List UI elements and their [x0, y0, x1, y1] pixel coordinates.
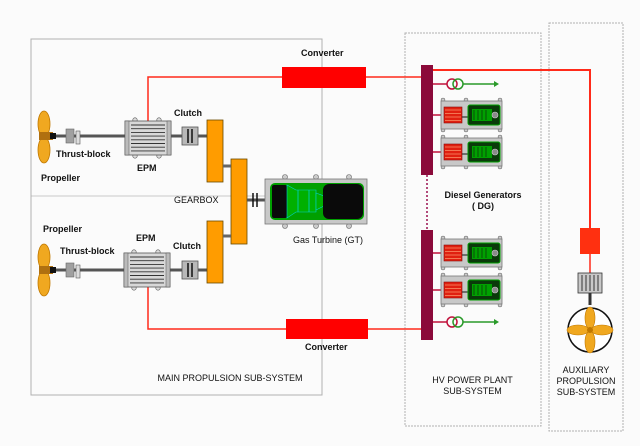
diesel-generator-2 — [433, 134, 503, 170]
gearbox-label: GEARBOX — [174, 195, 219, 205]
main-propulsion-title: MAIN PROPULSION SUB-SYSTEM — [157, 373, 303, 383]
clutch-bottom-label: Clutch — [173, 241, 201, 251]
diesel-generator-4 — [433, 272, 503, 308]
gas-turbine-label: Gas Turbine (GT) — [293, 235, 364, 245]
aux-propulsion-pod — [566, 272, 614, 354]
busbar-bottom — [421, 230, 433, 340]
gas-turbine — [264, 174, 368, 229]
clutch-top — [181, 126, 199, 146]
epm-bottom — [123, 249, 171, 291]
diesel-generator-1 — [433, 97, 503, 133]
converter-top — [282, 67, 366, 88]
diesel-generator-3 — [433, 235, 503, 271]
busbar-top — [421, 65, 433, 175]
propeller-bottom — [37, 243, 56, 297]
transformer-top — [433, 78, 499, 90]
auxiliary-propulsion-title: AUXILIARY PROPULSION SUB-SYSTEM — [556, 365, 616, 397]
converter-bottom — [286, 319, 368, 339]
clutch-bottom — [181, 260, 199, 280]
thrust-block-bottom-label: Thrust-block — [60, 246, 115, 256]
auxiliary-propulsion-panel — [548, 22, 624, 432]
hv-power-plant-title: HV POWER PLANT SUB-SYSTEM — [432, 375, 513, 396]
gt-coupling — [247, 193, 268, 207]
power-line-top — [147, 76, 285, 121]
epm-top-label: EPM — [137, 163, 157, 173]
power-line-bottom — [147, 285, 287, 330]
epm-top — [124, 117, 172, 159]
converter-bottom-label: Converter — [305, 342, 348, 352]
converter-top-label: Converter — [301, 48, 344, 58]
aux-power-line — [433, 69, 591, 228]
thrust-block-top — [65, 128, 81, 145]
thrust-block-bottom — [65, 262, 81, 279]
thrust-block-top-label: Thrust-block — [56, 149, 111, 159]
transformer-bottom — [433, 316, 499, 328]
diesel-generators-label: Diesel Generators ( DG) — [444, 190, 522, 211]
aux-converter — [580, 228, 600, 254]
propeller-top-label: Propeller — [41, 173, 81, 183]
clutch-top-label: Clutch — [174, 108, 202, 118]
propeller-bottom-label: Propeller — [43, 224, 83, 234]
propeller-top — [37, 110, 56, 164]
diesel-generators — [433, 97, 503, 308]
epm-bottom-label: EPM — [136, 233, 156, 243]
hv-power-plant-panel — [404, 32, 542, 427]
gearbox — [206, 119, 248, 284]
